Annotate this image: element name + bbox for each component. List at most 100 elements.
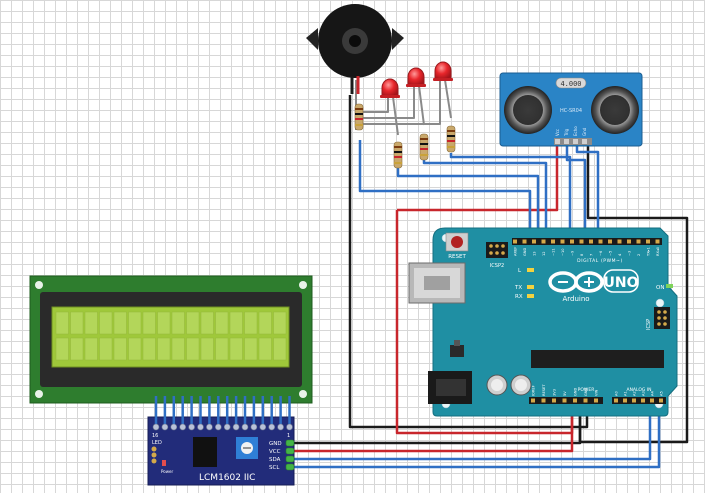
- lcd-character-cell: [142, 311, 156, 335]
- digital-pin-socket[interactable]: [608, 239, 612, 244]
- lcd-character-cells: [55, 311, 287, 361]
- digital-pin-socket[interactable]: [551, 239, 555, 244]
- lcd-character-cell: [99, 337, 113, 361]
- led-jumper[interactable]: [151, 446, 157, 464]
- analog-pin-socket[interactable]: [632, 398, 636, 403]
- i2c-module[interactable]: 16 1 LED Power LCM1602 IIC GND VCC SDA S…: [147, 396, 295, 486]
- digital-pin-label: 2: [637, 254, 641, 256]
- power-pin-label: GND: [574, 388, 578, 396]
- digital-pin-socket[interactable]: [560, 239, 565, 244]
- lcd-character-cell: [186, 311, 200, 335]
- lcd-character-cell: [113, 337, 127, 361]
- i2c-header-pad: [188, 423, 195, 431]
- lcd-character-cell: [70, 337, 84, 361]
- analog-pin-socket[interactable]: [659, 398, 663, 403]
- digital-pin-socket[interactable]: [655, 239, 660, 244]
- buzzer[interactable]: [306, 4, 404, 94]
- power-pin-socket[interactable]: [552, 398, 556, 403]
- contrast-potentiometer[interactable]: [236, 437, 258, 459]
- lcd-character-cell: [229, 337, 243, 361]
- pin1-label: 1: [287, 433, 290, 439]
- power-label: POWER: [578, 387, 595, 393]
- digital-pin-label: GND: [523, 248, 527, 256]
- dc-power-jack: [428, 371, 472, 404]
- resistor-led-1: [393, 141, 403, 169]
- i2c-header-pad: [277, 423, 284, 431]
- power-pin-label: 5V: [563, 391, 567, 396]
- led-3[interactable]: [433, 61, 453, 81]
- crystal-oscillator: [555, 77, 587, 89]
- reset-button[interactable]: [445, 232, 469, 252]
- atmega-chip: [531, 350, 664, 368]
- digital-pin-socket[interactable]: [579, 239, 584, 244]
- wire-i2c-scl: [292, 400, 661, 469]
- lcd-display[interactable]: [29, 275, 313, 404]
- digital-pin-socket[interactable]: [513, 239, 517, 244]
- analog-pin-socket[interactable]: [614, 398, 618, 403]
- i2c-header-pad: [268, 423, 276, 431]
- digital-pin-socket[interactable]: [570, 239, 574, 244]
- digital-pin-socket[interactable]: [589, 239, 593, 244]
- lcd-character-cell: [215, 311, 229, 335]
- led-rx-label: RX: [515, 294, 523, 300]
- lcd-character-cell: [200, 337, 214, 361]
- analog-pin-label: A5: [660, 391, 664, 396]
- led-l-label: L: [518, 268, 522, 274]
- sensor-pin-trig: Trig: [564, 128, 569, 137]
- digital-pin-label: ~3: [628, 251, 632, 256]
- i2c-header-pad: [286, 423, 293, 431]
- power-pin-socket[interactable]: [531, 398, 535, 403]
- digital-pin-socket[interactable]: [522, 239, 527, 244]
- power-led: [162, 460, 166, 466]
- digital-pin-label: RX◂0: [656, 246, 660, 256]
- power-pin-label: 3V3: [553, 389, 557, 396]
- analog-pin-label: A4: [651, 391, 655, 396]
- lcd-character-cell: [229, 311, 243, 335]
- analog-pin-socket[interactable]: [623, 398, 627, 403]
- lcd-character-cell: [186, 337, 200, 361]
- sensor-pin-echo: Echo: [573, 126, 578, 136]
- digital-pin-socket[interactable]: [627, 239, 631, 244]
- power-pin-socket[interactable]: [541, 398, 546, 403]
- power-pin-socket[interactable]: [594, 398, 598, 403]
- digital-pin-socket[interactable]: [598, 239, 603, 244]
- power-pin-socket[interactable]: [573, 398, 577, 403]
- status-leds: L TX RX ON: [514, 268, 673, 300]
- ultrasonic-sensor[interactable]: 4.000 HC-SR04 Vcc Trig Echo Gnd: [499, 72, 643, 147]
- power-pin-socket[interactable]: [562, 398, 567, 403]
- analog-pin-label: A0: [615, 391, 619, 396]
- usb-port: [408, 262, 466, 304]
- digital-pin-socket[interactable]: [646, 239, 650, 244]
- i2c-module-label: LCM1602 IIC: [199, 473, 255, 483]
- i2c-chip: [193, 437, 217, 467]
- led-1[interactable]: [380, 78, 400, 98]
- i2c-pin-sda-label: SDA: [269, 457, 281, 463]
- icsp2-header: [486, 242, 508, 258]
- board-model: UNO: [604, 275, 639, 291]
- lcd-character-cell: [273, 337, 287, 361]
- analog-label: ANALOG IN: [626, 387, 651, 393]
- power-pin-socket[interactable]: [583, 398, 588, 403]
- digital-pin-socket[interactable]: [617, 239, 622, 244]
- digital-pin-socket[interactable]: [541, 239, 546, 244]
- lcd-character-cell: [84, 311, 98, 335]
- lcd-character-cell: [70, 311, 84, 335]
- digital-pin-socket[interactable]: [532, 239, 536, 244]
- analog-pin-socket[interactable]: [650, 398, 654, 403]
- digital-pin-socket[interactable]: [636, 239, 641, 244]
- analog-pin-socket[interactable]: [641, 398, 645, 403]
- digital-pin-label: ~5: [609, 251, 613, 256]
- i2c-header-pad: [232, 423, 240, 431]
- led-2[interactable]: [406, 67, 426, 87]
- i2c-header-pins: [152, 396, 293, 431]
- digital-pin-label: TX▸1: [647, 247, 651, 257]
- lcd-character-cell: [99, 311, 113, 335]
- power-led-label: Power: [161, 469, 173, 474]
- digital-pin-label: ~6: [599, 250, 603, 256]
- led-jumper-label: LED: [152, 440, 162, 446]
- digital-pin-label: 8: [580, 253, 584, 256]
- lcd-character-cell: [142, 337, 156, 361]
